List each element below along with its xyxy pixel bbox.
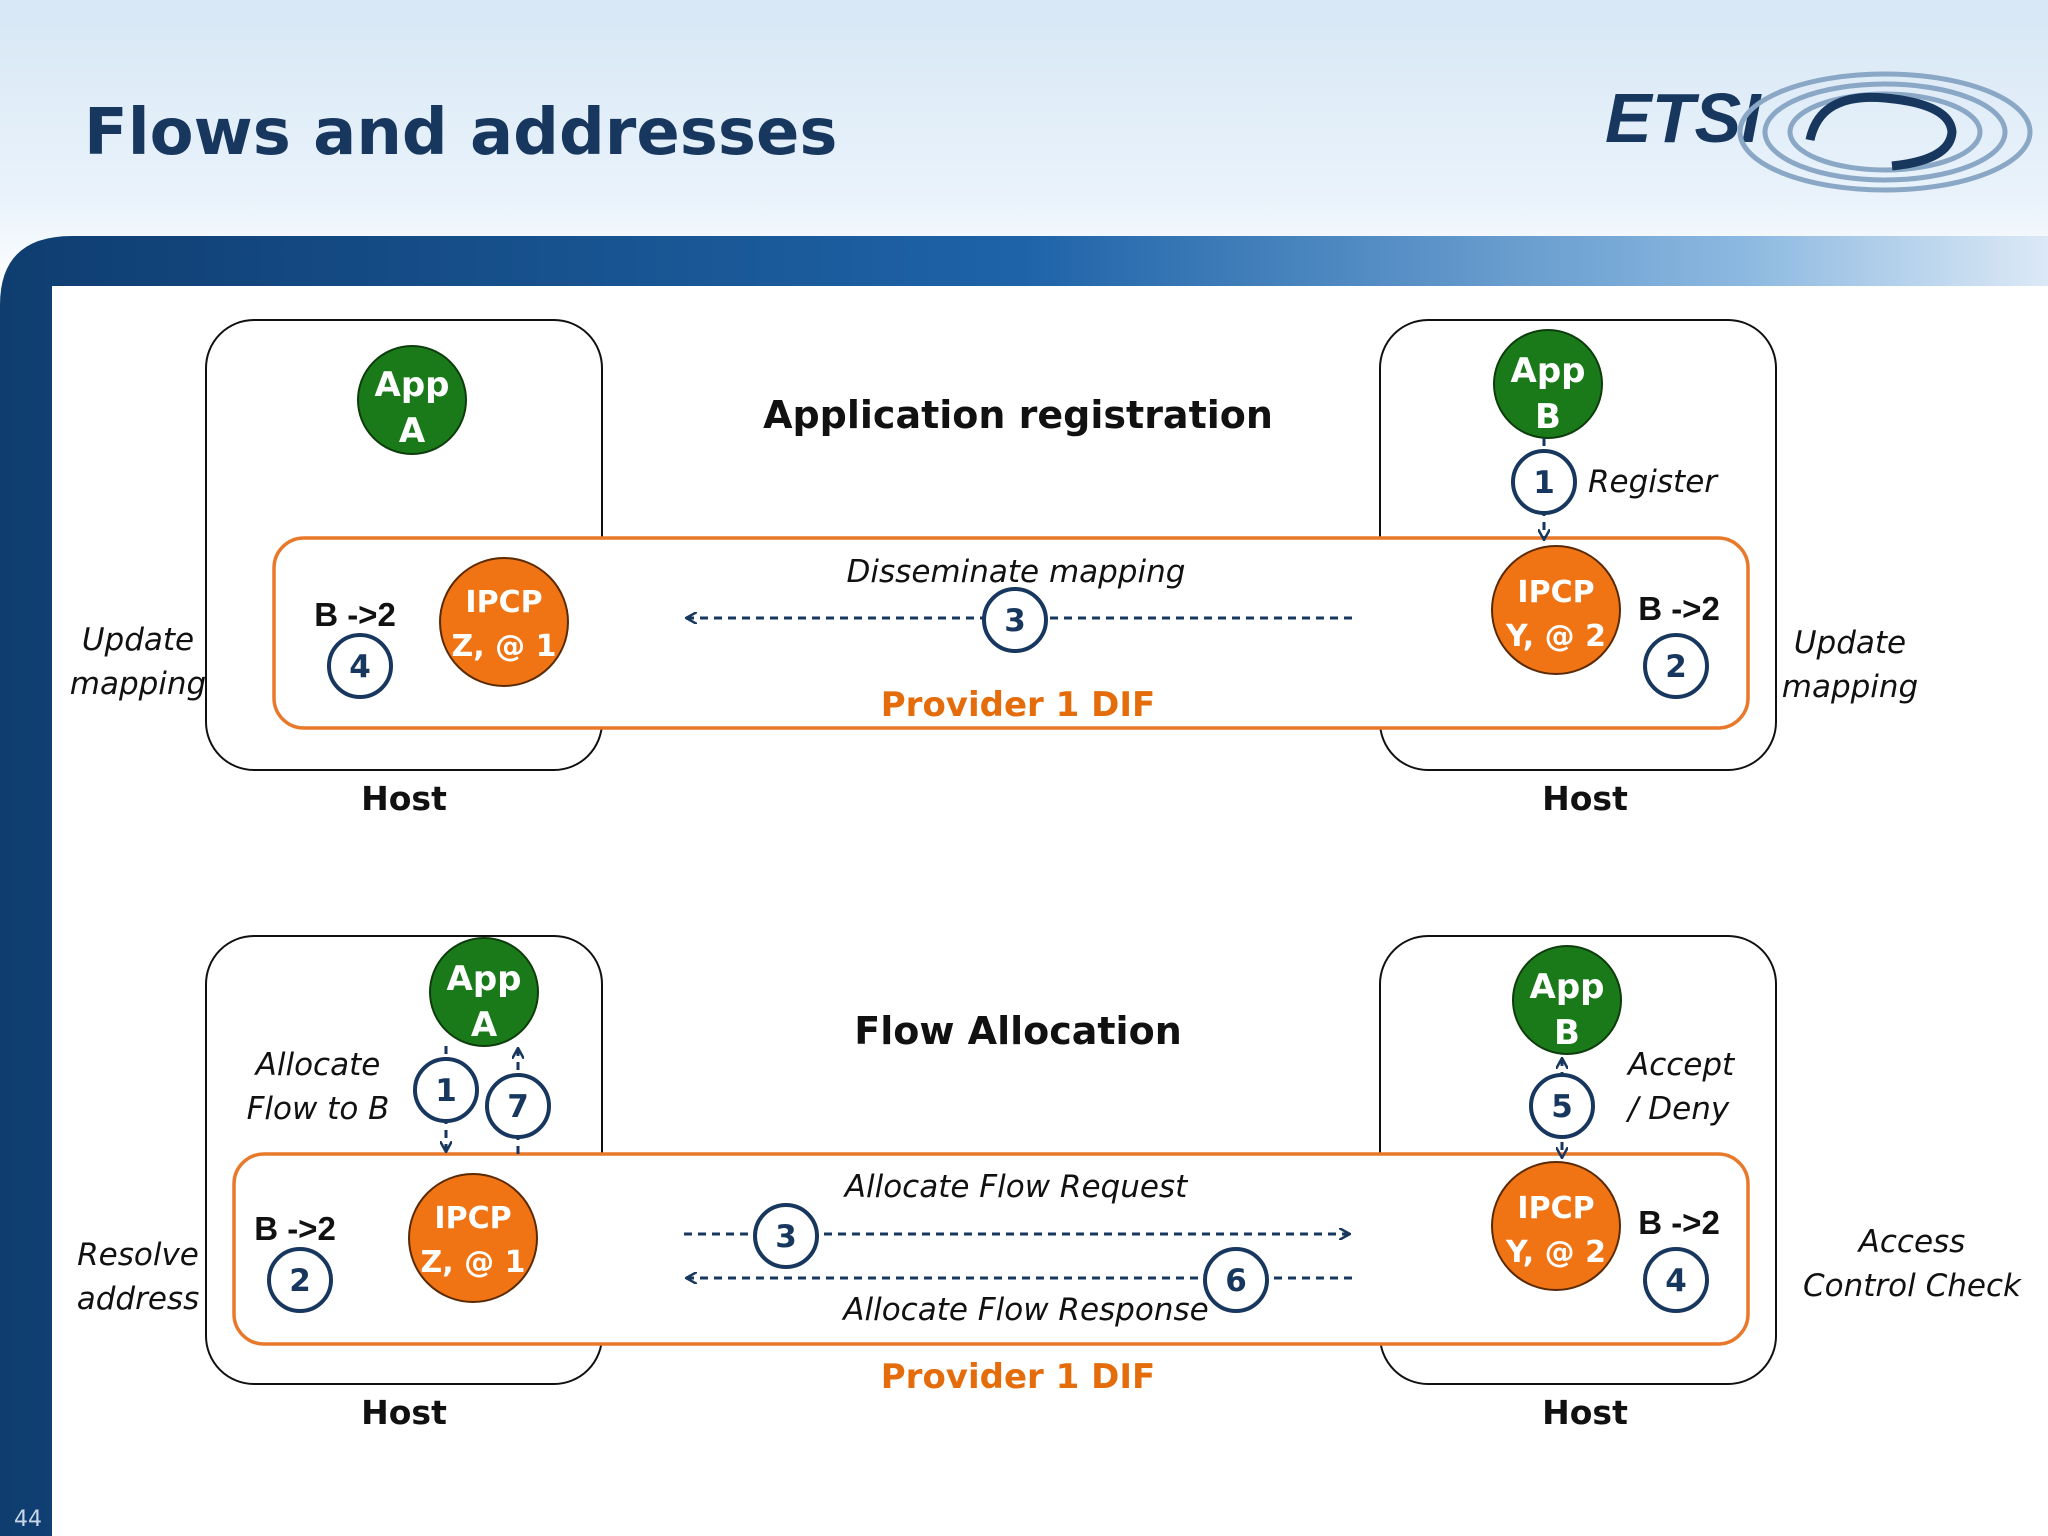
bottom-left-mapping: B ->2 [254, 1210, 336, 1247]
top-right-mapping: B ->2 [1638, 590, 1720, 627]
step-number: 4 [1665, 1263, 1687, 1299]
step-number: 2 [289, 1263, 311, 1299]
bottom-response-step-6: 6 [1203, 1247, 1269, 1313]
top-register-label: Register [1588, 464, 1719, 500]
top-left-note-line1: Update [82, 622, 194, 658]
top-left-app-node: App A [357, 345, 467, 455]
ipcp-address: Z, @ 1 [421, 1245, 526, 1280]
top-right-note-line2: mapping [1782, 669, 1919, 705]
bottom-left-step-1: 1 [413, 1057, 479, 1123]
bottom-left-host-label: Host [361, 1393, 447, 1432]
bottom-right-step-5: 5 [1529, 1073, 1595, 1139]
top-section-heading: Application registration [763, 393, 1273, 437]
app-label: App [447, 959, 522, 999]
step-number: 7 [507, 1089, 529, 1125]
step-number: 3 [1004, 603, 1026, 639]
ipcp-label: IPCP [465, 585, 542, 620]
bottom-accept-label-line1: Accept [1626, 1047, 1736, 1083]
bottom-dif-label: Provider 1 DIF [881, 1357, 1155, 1397]
bottom-section-heading: Flow Allocation [854, 1009, 1182, 1053]
bottom-right-app-node: App B [1512, 945, 1622, 1055]
step-number: 1 [435, 1073, 457, 1109]
bottom-allocate-label-line2: Flow to B [247, 1091, 390, 1127]
top-right-note-line1: Update [1794, 625, 1906, 661]
ipcp-label: IPCP [1517, 575, 1594, 610]
bottom-left-step-7: 7 [485, 1073, 551, 1139]
bottom-left-note-line1: Resolve [77, 1237, 199, 1273]
app-name: A [471, 1005, 498, 1045]
top-right-step-2: 2 [1643, 633, 1709, 699]
ipcp-address: Z, @ 1 [452, 629, 557, 664]
step-number: 6 [1225, 1263, 1247, 1299]
bottom-right-host-label: Host [1542, 1393, 1628, 1432]
app-name: B [1535, 397, 1561, 437]
ipcp-address: Y, @ 2 [1505, 1235, 1606, 1270]
bottom-response-label: Allocate Flow Response [841, 1292, 1208, 1328]
ipcp-address: Y, @ 2 [1505, 619, 1606, 654]
top-right-ipcp-node: IPCP Y, @ 2 [1491, 545, 1621, 675]
bottom-right-mapping: B ->2 [1638, 1204, 1720, 1241]
etsi-logo: ETSI [1605, 71, 2033, 193]
step-number: 4 [349, 649, 371, 685]
top-left-note-line2: mapping [70, 666, 207, 702]
top-left-step-4: 4 [327, 633, 393, 699]
bottom-section: Flow Allocation Provider 1 DIF Host Host… [77, 935, 2022, 1432]
step-number: 5 [1551, 1089, 1573, 1125]
top-left-mapping: B ->2 [314, 596, 396, 633]
top-message-step-3: 3 [982, 587, 1048, 653]
top-right-host-label: Host [1542, 779, 1628, 818]
app-label: App [375, 365, 450, 405]
bottom-request-step-3: 3 [753, 1203, 819, 1269]
page-title: Flows and addresses [84, 96, 837, 170]
ipcp-label: IPCP [434, 1201, 511, 1236]
top-section: Application registration Provider 1 DIF … [70, 319, 1919, 818]
bottom-allocate-label-line1: Allocate [254, 1047, 381, 1083]
ipcp-label: IPCP [1517, 1191, 1594, 1226]
bottom-right-ipcp-node: IPCP Y, @ 2 [1491, 1161, 1621, 1291]
app-label: App [1530, 967, 1605, 1007]
step-number: 2 [1665, 649, 1687, 685]
top-dif-label: Provider 1 DIF [881, 685, 1155, 725]
top-message-label: Disseminate mapping [847, 554, 1186, 590]
bottom-dif-box [232, 1152, 1750, 1346]
app-name: A [399, 411, 426, 451]
etsi-logo-text: ETSI [1605, 79, 1762, 157]
bottom-right-note-line1: Access [1857, 1224, 1966, 1260]
app-name: B [1554, 1013, 1580, 1053]
bottom-right-note-line2: Control Check [1803, 1268, 2022, 1304]
top-right-app-node: App B [1493, 329, 1603, 439]
page-number: 44 [14, 1507, 42, 1532]
bottom-accept-label-line2: / Deny [1625, 1091, 1730, 1127]
bottom-right-step-4: 4 [1643, 1247, 1709, 1313]
top-right-step-1: 1 [1511, 449, 1577, 515]
bottom-left-note-line2: address [77, 1281, 199, 1317]
step-number: 1 [1533, 465, 1555, 501]
bottom-request-label: Allocate Flow Request [843, 1169, 1189, 1205]
bottom-left-app-node: App A [429, 937, 539, 1047]
top-left-ipcp-node: IPCP Z, @ 1 [439, 557, 569, 687]
top-left-host-label: Host [361, 779, 447, 818]
step-number: 3 [775, 1219, 797, 1255]
bottom-left-step-2: 2 [267, 1247, 333, 1313]
app-label: App [1511, 351, 1586, 391]
bottom-left-ipcp-node: IPCP Z, @ 1 [408, 1173, 538, 1303]
